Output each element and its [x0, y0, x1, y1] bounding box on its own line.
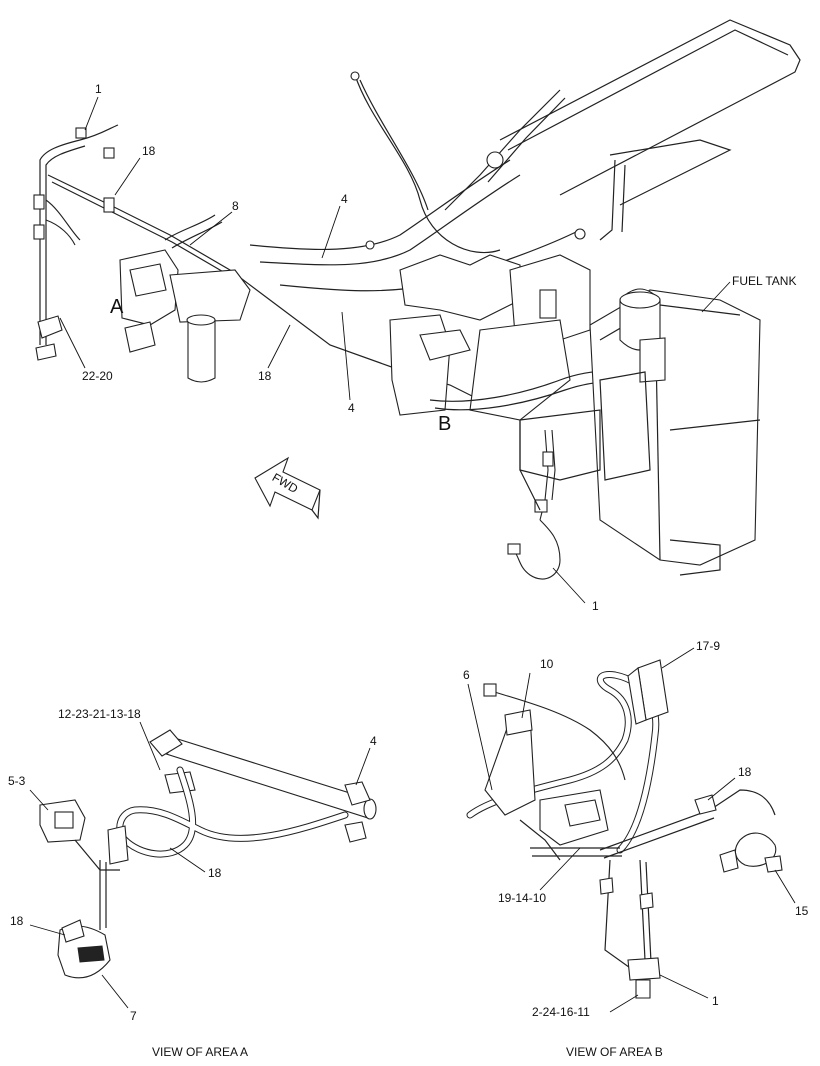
callout-18-right-view-a: 18: [208, 866, 222, 880]
callout-1-view-b: 1: [712, 994, 719, 1008]
main-view: FWD 1 18 8 4 A 22-20 18 4 B FUEL TANK 1: [33, 19, 801, 613]
fwd-arrow: FWD: [254, 456, 321, 520]
callout-4-view-a: 4: [370, 734, 377, 748]
callout-1-top: 1: [95, 82, 102, 96]
harness-lines: [249, 71, 586, 292]
callout-15: 15: [795, 904, 809, 918]
callout-7: 7: [130, 1009, 137, 1023]
callout-22-20: 22-20: [82, 369, 113, 383]
callout-18-view-b: 18: [738, 765, 752, 779]
callout-10: 10: [540, 657, 554, 671]
left-harness: [33, 124, 501, 411]
callout-6: 6: [463, 668, 470, 682]
callout-8: 8: [232, 199, 239, 213]
callout-2-24-16-11: 2-24-16-11: [532, 1005, 590, 1019]
callout-17-9: 17-9: [696, 639, 720, 653]
callout-18-left-view-a: 18: [10, 914, 24, 928]
callout-18-mid: 18: [258, 369, 272, 383]
callout-1-bottom: 1: [592, 599, 599, 613]
callout-19-14-10: 19-14-10: [498, 891, 546, 905]
callouts-main: 1 18 8 4 A 22-20 18 4 B FUEL TANK 1: [59, 82, 796, 613]
callout-area-b: B: [438, 413, 451, 435]
caption-view-area-a: VIEW OF AREA A: [152, 1045, 248, 1059]
callout-4-mid: 4: [348, 401, 355, 415]
callout-12-23-21-13-18: 12-23-21-13-18: [58, 707, 141, 721]
callout-5-3: 5-3: [8, 774, 26, 788]
caption-view-area-b: VIEW OF AREA B: [566, 1045, 663, 1059]
view-area-a: 12-23-21-13-18 4 5-3 18 18 7 VIEW OF ARE…: [8, 707, 377, 1059]
callout-fuel-tank: FUEL TANK: [732, 274, 796, 288]
callout-18-top: 18: [142, 144, 156, 158]
lower-lines: [507, 420, 561, 580]
callout-area-a: A: [110, 296, 124, 318]
callout-4-top: 4: [341, 192, 348, 206]
area-a-cluster: [119, 214, 251, 383]
engine-block: [389, 254, 685, 421]
fuel-tank: [519, 288, 761, 576]
frame-rail: [499, 19, 801, 241]
view-area-b: 17-9 10 6 18 19-14-10 15 1 2-24-16-11 VI…: [463, 639, 809, 1059]
